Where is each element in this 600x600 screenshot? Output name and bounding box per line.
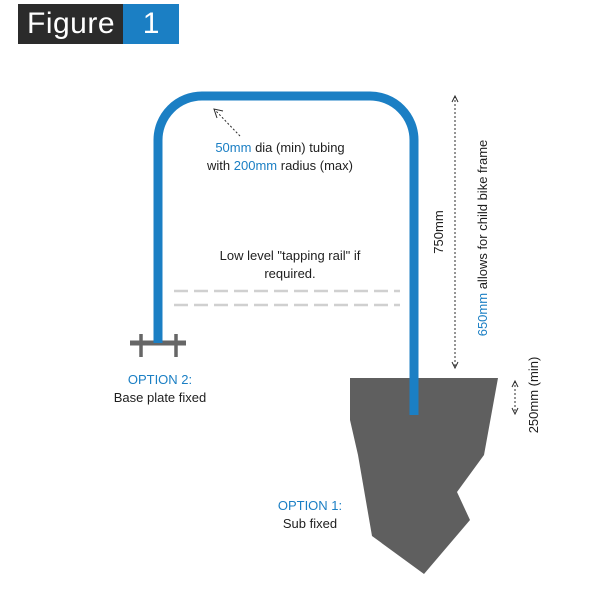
option2-title: OPTION 2: bbox=[127, 372, 193, 387]
dimension-650-value: 650mm bbox=[475, 292, 490, 337]
dimension-650-text: allows for child bike frame bbox=[475, 139, 490, 290]
tapping-rail-note: Low level "tapping rail" if required. bbox=[180, 247, 400, 283]
ground-footing bbox=[350, 378, 498, 574]
figure-label: Figure bbox=[18, 4, 124, 44]
option2-label: OPTION 2: Base plate fixed bbox=[85, 371, 235, 407]
option1-title: OPTION 1: bbox=[277, 498, 343, 513]
hoop-tubing bbox=[153, 91, 419, 415]
tubing-diameter-text: dia (min) tubing bbox=[255, 140, 345, 155]
tubing-radius-text: radius (max) bbox=[280, 158, 353, 173]
figure-badge: Figure 1 bbox=[18, 4, 180, 44]
height-dimension-arrow-bottom bbox=[451, 361, 459, 370]
tubing-note-line-1: 50mm dia (min) tubing bbox=[180, 139, 380, 157]
dimension-750: 750mm bbox=[431, 210, 446, 254]
tubing-note-line-2: with 200mm radius (max) bbox=[180, 157, 380, 175]
depth-dimension-arrow-top bbox=[511, 379, 519, 388]
tapping-rail-line-a: Low level "tapping rail" if bbox=[219, 248, 361, 263]
option1-label: OPTION 1: Sub fixed bbox=[250, 497, 370, 533]
tubing-radius: 200mm bbox=[233, 158, 278, 173]
option1-subtitle: Sub fixed bbox=[282, 516, 338, 531]
tubing-leader bbox=[214, 109, 241, 137]
figure-number: 1 bbox=[123, 4, 180, 44]
tapping-rail-line-b: required. bbox=[264, 266, 316, 281]
depth-dimension-arrow-bottom bbox=[511, 407, 519, 416]
dimension-250: 250mm (min) bbox=[526, 356, 541, 434]
dimension-650: 650mm allows for child bike frame bbox=[475, 138, 491, 338]
option2-subtitle: Base plate fixed bbox=[113, 390, 207, 405]
tubing-note: 50mm dia (min) tubing with 200mm radius … bbox=[180, 139, 380, 175]
tubing-radius-prefix: with bbox=[207, 158, 231, 173]
height-dimension-arrow-top bbox=[451, 94, 459, 103]
tubing-diameter: 50mm bbox=[215, 140, 252, 155]
tubing-leader-arrow bbox=[213, 108, 224, 119]
